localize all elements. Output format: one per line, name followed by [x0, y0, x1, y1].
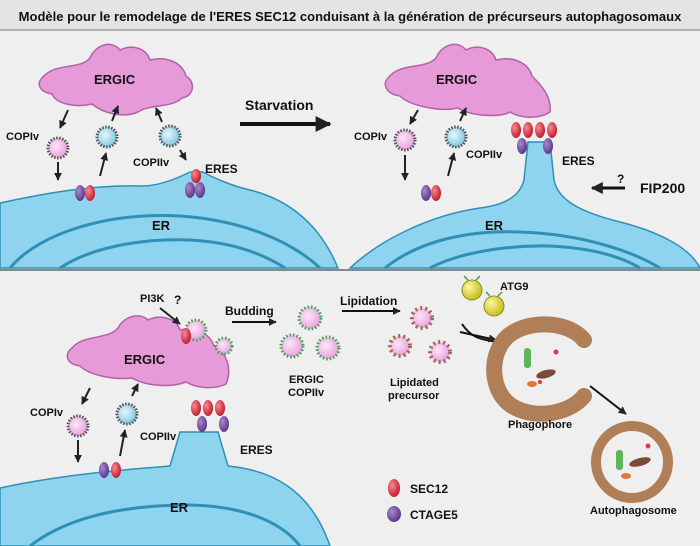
- copii-vesicle: [444, 125, 468, 149]
- copii-label: COPIIv: [133, 157, 170, 169]
- copii-label: COPIIv: [466, 149, 503, 161]
- legend-label-ctage5: CTAGE5: [410, 508, 458, 522]
- ergic-label: ERGIC: [124, 352, 166, 367]
- eres-label: ERES: [205, 162, 238, 176]
- lipidation-label: Lipidation: [340, 294, 397, 308]
- er-label: ER: [485, 218, 504, 233]
- panel-top-left: ER ERGIC COPIv COPIIv ERES: [0, 43, 340, 270]
- legend: SEC12 CTAGE5: [387, 479, 458, 522]
- phagophore-label: Phagophore: [508, 419, 572, 431]
- er-label: ER: [152, 218, 171, 233]
- starvation-label: Starvation: [245, 97, 313, 113]
- pi3k-label: PI3K: [140, 293, 165, 305]
- er-membrane: [348, 141, 700, 269]
- ergic-label: ERGIC: [436, 72, 478, 87]
- panel-top-right: ER ERGIC COPIv COPIIv ERES ? FIP200: [348, 43, 700, 270]
- autophagosome: [591, 421, 673, 503]
- phagophore: [486, 316, 592, 422]
- atg9-vesicles: [461, 275, 505, 317]
- panel-bottom: ER ERGIC PI3K ? ERES COPIv COPIIv Buddin…: [0, 275, 677, 546]
- lipidated-precursor-vesicles: [388, 306, 452, 364]
- question-mark: ?: [617, 172, 624, 186]
- copii-vesicle: [95, 125, 119, 149]
- ergic-shape: [38, 43, 194, 116]
- copi-vesicle: [66, 414, 90, 438]
- autophagosome-label: Autophagosome: [590, 505, 677, 517]
- atg9-label: ATG9: [500, 281, 529, 293]
- ergic-label: ERGIC: [94, 72, 136, 87]
- fip200-label: FIP200: [640, 180, 685, 196]
- ergic-shape: [384, 43, 551, 118]
- legend-swatch-sec12: [388, 479, 400, 497]
- er-label: ER: [170, 500, 189, 515]
- copi-vesicle: [393, 128, 417, 152]
- er-membrane: [0, 431, 331, 546]
- copi-label: COPIv: [354, 131, 388, 143]
- ergic-copii-label-2: COPIIv: [288, 387, 325, 399]
- question-mark: ?: [174, 293, 181, 307]
- copi-label: COPIv: [30, 407, 64, 419]
- copii-label: COPIIv: [140, 431, 177, 443]
- title-bar: [0, 0, 700, 30]
- ergic-copii-vesicles: [279, 305, 341, 361]
- copi-vesicle: [46, 136, 70, 160]
- legend-label-sec12: SEC12: [410, 482, 448, 496]
- copii-vesicle: [115, 402, 139, 426]
- copi-label: COPIv: [6, 131, 40, 143]
- legend-swatch-ctage5: [387, 506, 401, 522]
- copii-vesicle: [158, 124, 182, 148]
- starvation-transition: Starvation: [240, 97, 332, 132]
- budding-label: Budding: [225, 304, 274, 318]
- lipidated-label-1: Lipidated: [390, 377, 439, 389]
- eres-label: ERES: [562, 154, 595, 168]
- diagram-title: Modèle pour le remodelage de l'ERES SEC1…: [19, 9, 682, 24]
- lipidated-label-2: precursor: [388, 390, 440, 402]
- eres-label: ERES: [240, 443, 273, 457]
- ergic-copii-label-1: ERGIC: [289, 374, 324, 386]
